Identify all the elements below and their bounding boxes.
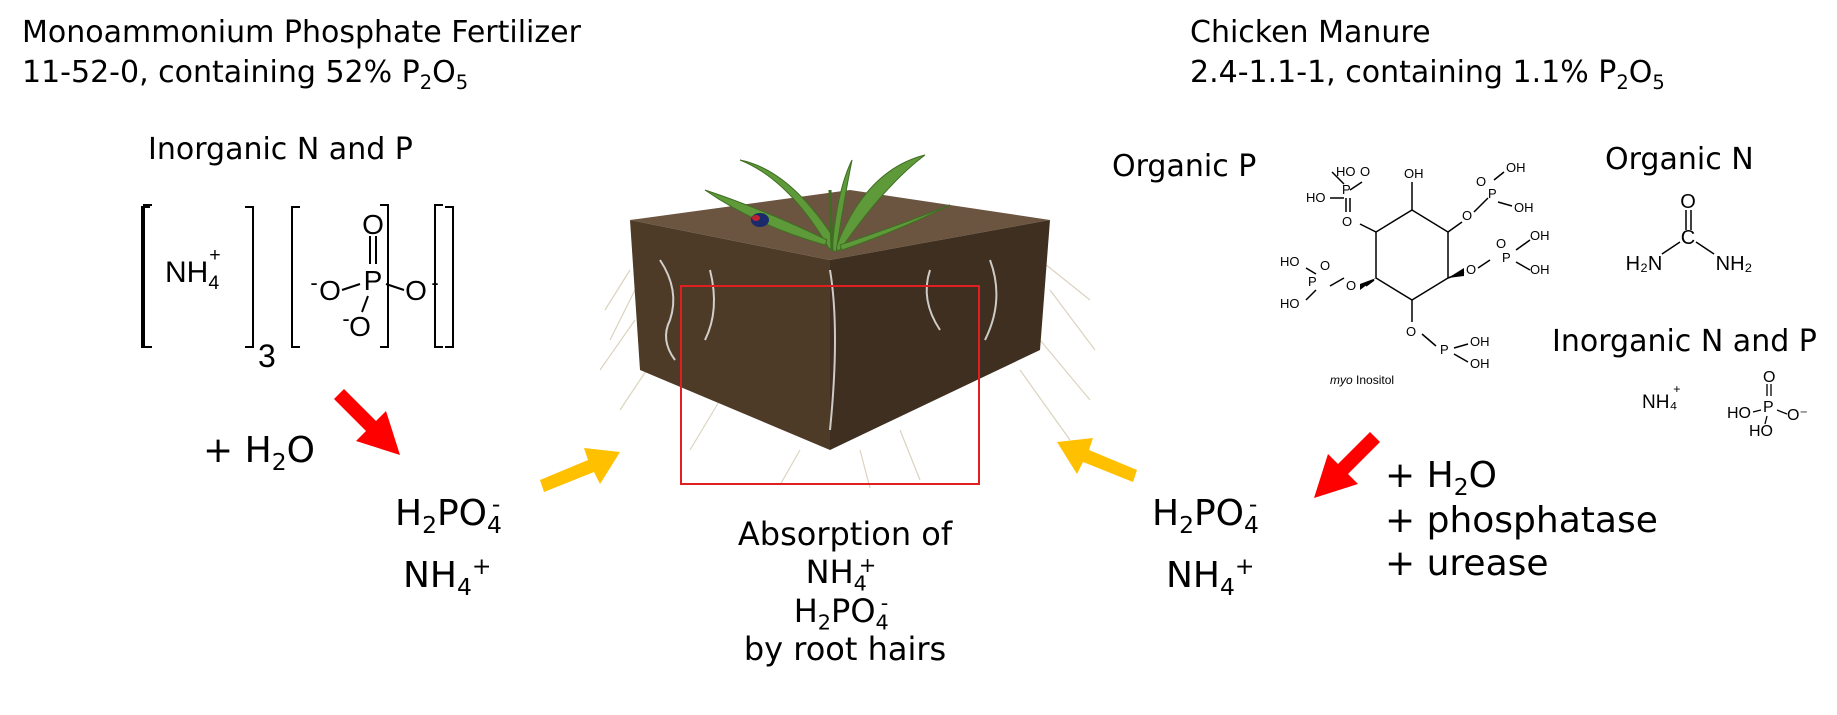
ino-p-4: P [1440,342,1449,357]
gold-arrow-right [1057,438,1137,482]
ino-o-3: O [1462,208,1472,223]
inositol-label-italic: myo [1330,373,1353,387]
right-product-phosphate: H2PO4- [1152,490,1259,540]
phos-o-top: O [362,212,384,240]
ino-oh-3: OH [1514,200,1534,215]
red-arrow-right [1314,432,1380,498]
ino-o-1: O [1360,164,1370,179]
left-product-phosphate: H2PO4- [395,490,502,540]
left-title-line1: Monoammonium Phosphate Fertilizer [22,15,581,50]
right-add-urease: + urease [1385,543,1549,584]
beetle-icon [751,213,769,227]
phos-minus-right: - [431,270,438,295]
ino-ho-4: HO [1280,296,1300,311]
left-inorganic-label: Inorganic N and P [148,132,413,167]
map-ammonium: NH4+ [165,244,221,294]
phos-o-right: O [405,275,427,306]
right-add-water: + H2O [1385,455,1497,502]
small-phos-p: P [1763,399,1774,416]
ino-o-4: O [1476,174,1486,189]
phos-o-left: O [319,275,341,306]
ino-oh-7: OH [1470,356,1490,371]
ino-oh-4: OH [1530,228,1550,243]
ino-oh-5: OH [1530,262,1550,277]
ino-p-1: P [1342,182,1351,197]
phos-minus-left: - [310,270,317,295]
center-line3: H2PO4- [793,591,889,635]
myo-inositol-structure: HO O P HO O OH O O P OH OH O O P OH OH O… [1280,160,1550,387]
ino-o-6: O [1496,236,1506,251]
right-add-phosphatase: + phosphatase [1385,500,1658,541]
organic-n-label: Organic N [1605,142,1754,177]
ino-o-8: O [1346,278,1356,293]
red-arrow-left [334,389,400,455]
urea-nh2: NH₂ [1716,253,1753,275]
small-ammonium: NH₄+ [1642,381,1681,413]
urea-h2n: H₂N [1626,253,1663,275]
phos-o-bottom: O [349,311,371,342]
center-caption: Absorption of NH4+ H2PO4- by root hairs [700,515,990,669]
ino-ho-3: HO [1280,254,1300,269]
small-phos-o: O [1763,369,1775,386]
root-zone-highlight [680,285,980,485]
ino-ho-2: HO [1306,190,1326,205]
ino-p-5: P [1308,274,1317,289]
right-product-ammonium: NH4+ [1166,552,1255,602]
small-phosphate-structure: O P HO O⁻ HO [1727,369,1808,440]
center-line2: NH4+ [805,552,877,596]
phos-p: P [364,265,383,296]
ino-o-5: O [1466,262,1476,277]
ino-p-3: P [1502,250,1511,265]
left-product-ammonium: NH4+ [403,552,492,602]
ino-oh-6: OH [1470,334,1490,349]
phos-minus-bottom: - [342,306,349,331]
soil-block-illustration [600,154,1096,489]
ino-p-2: P [1488,186,1497,201]
ino-oh-top: OH [1404,166,1424,181]
small-phos-ominus: O⁻ [1787,407,1808,424]
urea-structure: O C H₂N NH₂ [1626,191,1753,275]
svg-text:myo Inositol: myo Inositol [1330,373,1394,387]
right-inorganic-label: Inorganic N and P [1552,324,1817,359]
ino-ho-1: HO [1336,164,1356,179]
urea-o: O [1680,191,1696,213]
gold-arrow-left [540,448,620,492]
small-phos-ho2: HO [1749,423,1773,440]
urea-c: C [1681,227,1695,249]
right-title-line1: Chicken Manure [1190,15,1431,50]
small-phos-ho1: HO [1727,405,1751,422]
ino-o-7: O [1406,324,1416,339]
left-water: + H2O [203,430,315,477]
ino-o-2: O [1342,214,1352,229]
right-title-line2: 2.4-1.1-1, containing 1.1% P2O5 [1190,55,1665,94]
organic-p-label: Organic P [1112,149,1257,184]
phosphate-structure: O P O O O - - - [310,212,438,342]
bracket-group [141,206,454,348]
inositol-label: Inositol [1356,373,1394,387]
bracket-subscript: 3 [258,338,276,374]
ino-o-9: O [1320,258,1330,273]
left-title-line2: 11-52-0, containing 52% P2O5 [22,55,469,94]
center-line1: Absorption of [737,515,953,553]
ino-oh-2: OH [1506,160,1526,175]
center-line4: by root hairs [743,630,947,669]
